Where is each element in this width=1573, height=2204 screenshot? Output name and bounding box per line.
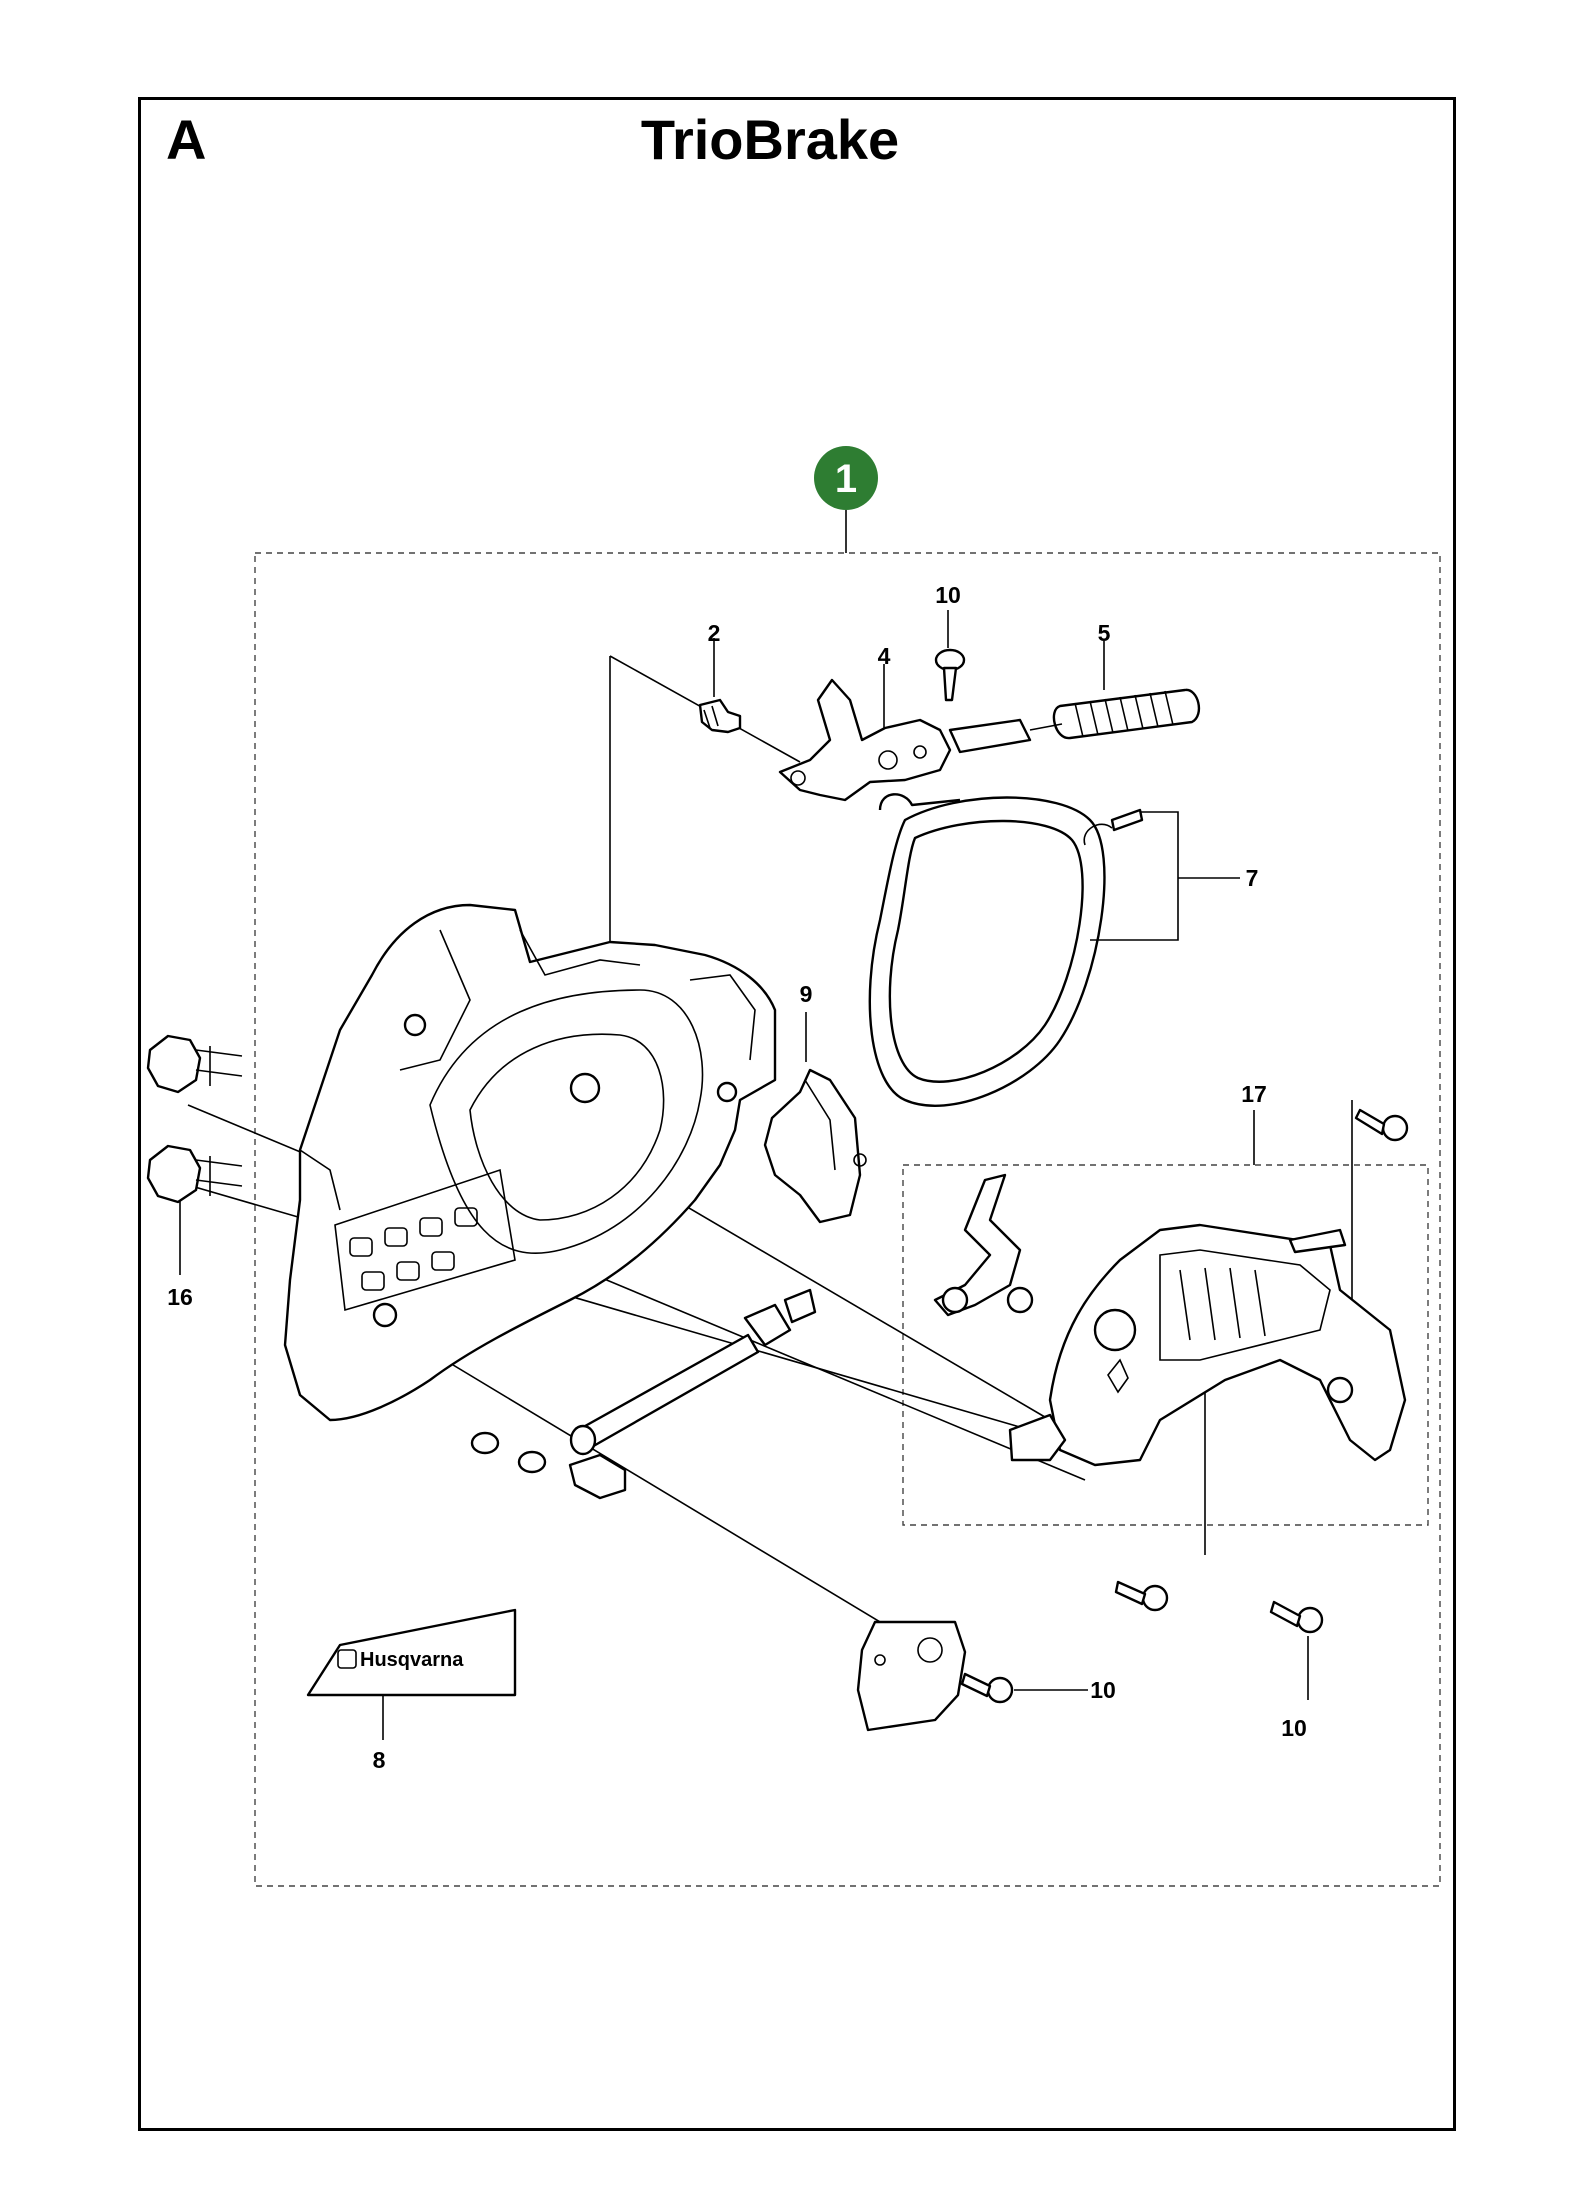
decal-brand-text: Husqvarna	[360, 1649, 464, 1671]
label-part-16: 16	[167, 1284, 193, 1310]
label-part-7: 7	[1246, 865, 1259, 891]
part-9-brake-block	[763, 1012, 867, 1224]
part-4-lever	[778, 664, 1032, 802]
chain-tensioner-parts	[470, 1288, 817, 1500]
badge-circle	[814, 446, 878, 510]
part-8-decal: Husqvarna	[306, 1608, 517, 1740]
subassembly-17-boundary	[902, 1164, 1429, 1526]
label-part-8: 8	[373, 1747, 386, 1773]
screw-top-right	[1354, 1108, 1409, 1142]
label-part-9: 9	[800, 981, 813, 1007]
page-title: TrioBrake	[640, 108, 900, 171]
part-5-spring	[1029, 641, 1201, 740]
label-part-2: 2	[708, 620, 721, 646]
bar-guide-plate	[856, 1620, 1088, 1732]
label-part-10-right: 10	[1281, 1715, 1307, 1741]
label-part-4: 4	[878, 643, 891, 669]
husqvarna-logo-icon	[337, 1649, 357, 1669]
section-letter: A	[166, 108, 207, 171]
part-10-top-screw	[934, 610, 966, 702]
label-part-5: 5	[1098, 620, 1111, 646]
badge-number: 1	[835, 457, 857, 501]
label-part-10-cover: 10	[1090, 1677, 1116, 1703]
brake-housing	[283, 903, 777, 1422]
assembly-badge: 1	[814, 446, 878, 510]
page-frame	[138, 97, 1456, 2131]
label-part-17: 17	[1241, 1081, 1267, 1107]
part-16-nuts	[146, 1034, 243, 1275]
assembly-boundary	[254, 552, 1441, 1887]
screw-lower-mid	[1114, 1580, 1169, 1612]
part-2-stud	[698, 638, 742, 734]
part-7-brake-band	[868, 793, 1240, 1107]
screw-lower-right	[1269, 1600, 1324, 1700]
part-17-actuator-housing	[933, 1110, 1407, 1467]
label-part-10-top: 10	[935, 582, 961, 608]
